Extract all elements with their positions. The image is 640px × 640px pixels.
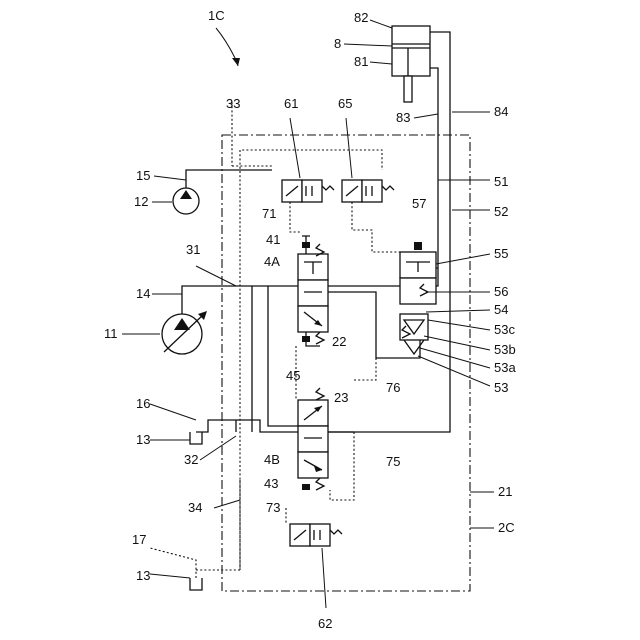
label-line-75: 75 (386, 454, 400, 469)
label-line-73: 73 (266, 500, 280, 515)
label-line-45: 45 (286, 368, 300, 383)
pilot-valve-62 (290, 524, 342, 546)
label-valve-61: 61 (284, 96, 298, 111)
label-valve-4A: 4A (264, 254, 280, 269)
label-port-53c: 53c (494, 322, 515, 337)
pilot-line-15 (186, 170, 272, 188)
label-unit-2C: 2C (498, 520, 515, 535)
label-line-15: 15 (136, 168, 150, 183)
label-line-31: 31 (186, 242, 200, 257)
tank-upper (190, 432, 202, 444)
pump-line-31 (252, 286, 298, 432)
label-main-pump: 11 (104, 326, 118, 341)
label-valve-4B: 4B (264, 452, 280, 467)
label-cylinder-head: 82 (354, 10, 368, 25)
label-line-17: 17 (132, 532, 146, 547)
label-line-54: 54 (494, 302, 508, 317)
label-line-41: 41 (266, 232, 280, 247)
label-line-83: 83 (396, 110, 410, 125)
label-port-53a: 53a (494, 360, 516, 375)
control-valve-4B (298, 388, 328, 490)
label-pilot-pump: 12 (134, 194, 148, 209)
valve-block-outline (222, 135, 470, 591)
label-line-57: 57 (412, 196, 426, 211)
label-block-21: 21 (498, 484, 512, 499)
label-line-52: 52 (494, 204, 508, 219)
label-tank-upper: 13 (136, 432, 150, 447)
label-cylinder: 8 (334, 36, 341, 51)
pilot-pump (173, 188, 199, 214)
label-cylinder-rod-side: 81 (354, 54, 368, 69)
drain-line-17 (150, 548, 196, 578)
pilot-line-33 (232, 102, 272, 166)
label-valve-55: 55 (494, 246, 508, 261)
label-line-43: 43 (264, 476, 278, 491)
valve-55 (400, 242, 436, 304)
hydraulic-cylinder (392, 26, 430, 102)
label-line-34: 34 (188, 500, 202, 515)
label-line-33: 33 (226, 96, 240, 111)
label-line-84: 84 (494, 104, 508, 119)
label-figure: 1C (208, 8, 225, 23)
label-line-51: 51 (494, 174, 508, 189)
pilot-valve-65 (342, 180, 394, 202)
pilot-line-57 (352, 202, 400, 252)
label-tank-lower: 13 (136, 568, 150, 583)
label-valve-62: 62 (318, 616, 332, 631)
label-line-71: 71 (262, 206, 276, 221)
figure-pointer-arrowhead (232, 58, 240, 66)
label-line-22: 22 (332, 334, 346, 349)
label-valve-65: 65 (338, 96, 352, 111)
label-line-56: 56 (494, 284, 508, 299)
pilot-line-71 (290, 202, 300, 232)
control-valve-4A (298, 236, 328, 346)
label-valve-53: 53 (494, 380, 508, 395)
check-valve-53 (400, 314, 428, 354)
drain-main-line (196, 150, 382, 570)
head-line-84 (320, 32, 450, 432)
pilot-line-75 (330, 432, 354, 500)
label-line-16: 16 (136, 396, 150, 411)
label-line-76: 76 (386, 380, 400, 395)
label-line-32: 32 (184, 452, 198, 467)
pilot-line-76 (354, 358, 376, 380)
pilot-valve-61 (282, 180, 334, 202)
label-line-14: 14 (136, 286, 150, 301)
main-pump-variable (162, 311, 207, 354)
label-port-53b: 53b (494, 342, 516, 357)
tank-lower (190, 578, 202, 590)
label-line-23: 23 (334, 390, 348, 405)
